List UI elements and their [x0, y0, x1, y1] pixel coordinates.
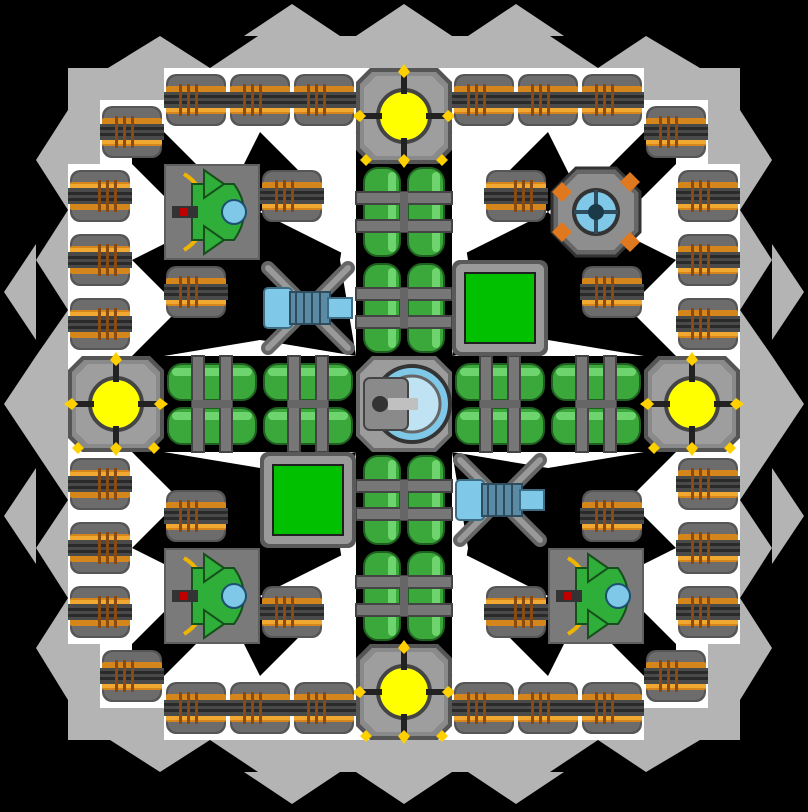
gun-turret-icon[interactable]	[484, 164, 548, 228]
gun-turret-icon[interactable]	[484, 580, 548, 644]
gun-turret-icon[interactable]	[292, 676, 356, 740]
gun-turret-icon[interactable]	[260, 164, 324, 228]
shield-generator-icon[interactable]	[548, 164, 644, 260]
gun-turret-icon[interactable]	[676, 452, 740, 516]
armor-spike	[468, 4, 564, 36]
armor-spike	[4, 356, 36, 452]
fuel-tank-icon[interactable]	[355, 452, 453, 548]
armor-spike	[468, 772, 564, 804]
frame-pattern	[452, 628, 548, 676]
gun-turret-icon[interactable]	[68, 292, 132, 356]
gun-turret-icon[interactable]	[676, 516, 740, 580]
gun-turret-icon[interactable]	[164, 260, 228, 324]
gun-turret-icon[interactable]	[100, 100, 164, 164]
gun-turret-icon[interactable]	[516, 676, 580, 740]
gun-turret-icon[interactable]	[228, 68, 292, 132]
armor-spike	[772, 468, 804, 564]
armor-spike	[4, 244, 36, 340]
frame-pattern	[452, 452, 644, 468]
frame-pattern	[260, 628, 356, 676]
gun-turret-icon[interactable]	[452, 68, 516, 132]
fuel-tank-icon[interactable]	[355, 164, 453, 260]
gun-turret-icon[interactable]	[580, 68, 644, 132]
fuel-tank-icon[interactable]	[548, 355, 644, 453]
command-core-icon[interactable]	[356, 356, 452, 452]
fighter-bay-icon[interactable]	[164, 164, 260, 260]
frame-pattern	[132, 260, 180, 356]
gun-turret-icon[interactable]	[580, 260, 644, 324]
gun-turret-icon[interactable]	[676, 164, 740, 228]
gun-turret-icon[interactable]	[676, 292, 740, 356]
gun-turret-icon[interactable]	[100, 644, 164, 708]
frame-pattern	[164, 340, 356, 356]
reactor-icon[interactable]	[640, 352, 744, 456]
gun-turret-icon[interactable]	[68, 452, 132, 516]
gun-turret-icon[interactable]	[228, 676, 292, 740]
gun-turret-icon[interactable]	[676, 580, 740, 644]
reactor-icon[interactable]	[352, 640, 456, 744]
gun-turret-icon[interactable]	[260, 580, 324, 644]
reactor-icon[interactable]	[352, 64, 456, 168]
gun-turret-icon[interactable]	[164, 484, 228, 548]
fuel-tank-icon[interactable]	[452, 355, 548, 453]
frame-pattern	[452, 132, 548, 180]
armor-spike	[244, 4, 340, 36]
gun-turret-icon[interactable]	[580, 676, 644, 740]
armor-spike	[772, 356, 804, 452]
armor-spike	[4, 468, 36, 564]
frame-pattern	[260, 132, 356, 180]
cargo-bay-icon[interactable]	[260, 452, 356, 548]
gun-turret-icon[interactable]	[68, 516, 132, 580]
gun-turret-icon[interactable]	[164, 676, 228, 740]
fighter-bay-icon[interactable]	[548, 548, 644, 644]
cargo-bay-icon[interactable]	[452, 260, 548, 356]
gun-turret-icon[interactable]	[644, 100, 708, 164]
gun-turret-icon[interactable]	[292, 68, 356, 132]
missile-launcher-icon[interactable]	[260, 260, 356, 356]
gun-turret-icon[interactable]	[68, 580, 132, 644]
fuel-tank-icon[interactable]	[260, 355, 356, 453]
gun-turret-icon[interactable]	[580, 484, 644, 548]
gun-turret-icon[interactable]	[676, 228, 740, 292]
gun-turret-icon[interactable]	[68, 228, 132, 292]
gun-turret-icon[interactable]	[452, 676, 516, 740]
gun-turret-icon[interactable]	[68, 164, 132, 228]
frame-pattern	[132, 452, 180, 548]
fighter-bay-icon[interactable]	[164, 548, 260, 644]
reactor-icon[interactable]	[64, 352, 168, 456]
fuel-tank-icon[interactable]	[355, 548, 453, 644]
missile-launcher-icon[interactable]	[452, 452, 548, 548]
frame-pattern	[628, 452, 676, 548]
gun-turret-icon[interactable]	[164, 68, 228, 132]
armor-spike	[244, 772, 340, 804]
frame-pattern	[628, 260, 676, 356]
fuel-tank-icon[interactable]	[355, 260, 453, 356]
gun-turret-icon[interactable]	[516, 68, 580, 132]
armor-spike	[772, 244, 804, 340]
gun-turret-icon[interactable]	[644, 644, 708, 708]
fuel-tank-icon[interactable]	[164, 355, 260, 453]
